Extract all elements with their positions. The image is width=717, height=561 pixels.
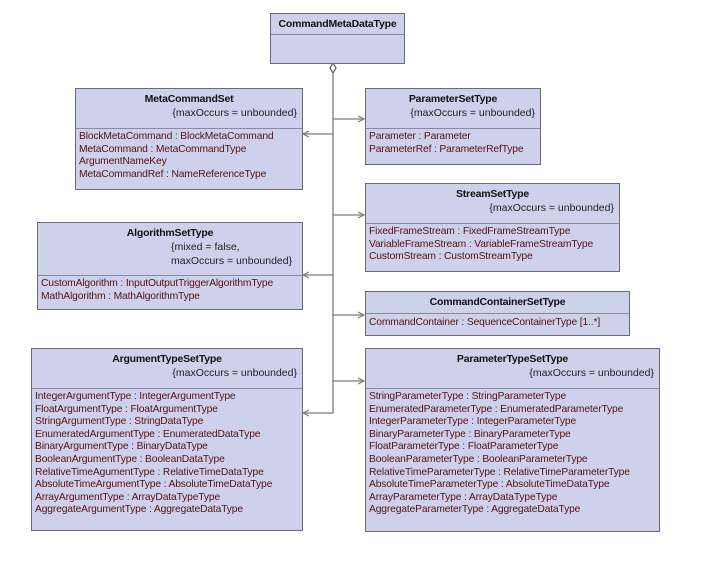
- class-attribute: IntegerArgumentType : IntegerArgumentTyp…: [35, 391, 236, 402]
- class-attribute: VariableFrameStream : VariableFrameStrea…: [369, 238, 594, 250]
- class-name: CommandContainerSetType: [429, 296, 566, 308]
- class-attribute: Parameter : Parameter: [369, 131, 471, 142]
- class-attribute: MathAlgorithm : MathAlgorithmType: [41, 290, 200, 302]
- class-attribute: AggregateParameterType : AggregateDataTy…: [369, 504, 581, 516]
- class-attribute: ArrayArgumentType : ArrayDataTypeType: [35, 491, 221, 503]
- class-attribute: StringArgumentType : StringDataType: [35, 416, 204, 428]
- class-argument-type-set-type[interactable]: ArgumentTypeSetType {maxOccurs = unbound…: [31, 348, 303, 531]
- class-properties: {maxOccurs = unbounded}: [529, 367, 654, 379]
- class-attribute: FloatArgumentType : FloatArgumentType: [35, 403, 218, 415]
- class-name: ArgumentTypeSetType: [112, 353, 222, 365]
- class-properties: {maxOccurs = unbounded}: [172, 107, 297, 119]
- class-attribute: BinaryParameterType : BinaryParameterTyp…: [369, 428, 571, 440]
- class-attribute: IntegerParameterType : IntegerParameterT…: [369, 416, 577, 428]
- class-attribute: ParameterRef : ParameterRefType: [369, 143, 524, 155]
- class-attribute: BinaryArgumentType : BinaryDataType: [35, 441, 208, 453]
- class-command-meta-data-type[interactable]: CommandMetaDataType: [270, 13, 405, 64]
- class-attribute: CommandContainer : SequenceContainerType…: [369, 317, 601, 328]
- class-attribute: AggregateArgumentType : AggregateDataTyp…: [35, 504, 243, 516]
- class-properties: {mixed = false,: [171, 241, 240, 253]
- class-properties: maxOccurs = unbounded}: [171, 255, 293, 267]
- class-name: StreamSetType: [455, 188, 530, 200]
- class-name: AlgorithmSetType: [126, 227, 214, 239]
- class-attribute: MetaCommandRef : NameReferenceType: [79, 168, 267, 180]
- class-name: MetaCommandSet: [144, 93, 234, 105]
- class-properties: {maxOccurs = unbounded}: [410, 107, 535, 119]
- class-attribute: EnumeratedArgumentType : EnumeratedDataT…: [35, 428, 261, 440]
- class-attribute: ArgumentNameKey: [79, 156, 167, 168]
- class-attribute: FloatParameterType : FloatParameterType: [369, 441, 559, 453]
- class-attribute: ArrayParameterType : ArrayDataTypeType: [369, 491, 558, 503]
- class-name: ParameterSetType: [408, 93, 498, 105]
- class-attribute: BooleanArgumentType : BooleanDataType: [35, 453, 225, 465]
- class-attribute: FixedFrameStream : FixedFrameStreamType: [369, 226, 571, 237]
- class-stream-set-type[interactable]: StreamSetType {maxOccurs = unbounded} Fi…: [365, 183, 620, 272]
- class-meta-command-set[interactable]: MetaCommandSet {maxOccurs = unbounded} B…: [75, 88, 303, 190]
- class-attribute: AbsoluteTimeArgumentType : AbsoluteTimeD…: [35, 479, 273, 491]
- class-attribute: RelativeTimeParameterType : RelativeTime…: [369, 466, 630, 478]
- class-name: CommandMetaDataType: [278, 18, 397, 30]
- class-attribute: BooleanParameterType : BooleanParameterT…: [369, 453, 588, 465]
- class-parameter-type-set-type[interactable]: ParameterTypeSetType {maxOccurs = unboun…: [365, 348, 660, 532]
- class-attribute: EnumeratedParameterType : EnumeratedPara…: [369, 403, 624, 415]
- class-attribute: CustomStream : CustomStreamType: [369, 251, 533, 263]
- class-attribute: CustomAlgorithm : InputOutputTriggerAlgo…: [41, 278, 274, 289]
- class-name: ParameterTypeSetType: [456, 353, 569, 365]
- class-algorithm-set-type[interactable]: AlgorithmSetType {mixed = false, maxOccu…: [37, 222, 303, 310]
- class-attribute: AbsoluteTimeParameterType : AbsoluteTime…: [369, 479, 610, 491]
- class-properties: {maxOccurs = unbounded}: [172, 367, 297, 379]
- class-attribute: MetaCommand : MetaCommandType: [79, 143, 247, 155]
- class-attribute: StringParameterType : StringParameterTyp…: [369, 391, 567, 402]
- class-attribute: BlockMetaCommand : BlockMetaCommand: [79, 131, 274, 142]
- class-parameter-set-type[interactable]: ParameterSetType {maxOccurs = unbounded}…: [365, 88, 541, 165]
- class-command-container-set-type[interactable]: CommandContainerSetType CommandContainer…: [365, 291, 630, 336]
- class-attribute: RelativeTimeAgumentType : RelativeTimeDa…: [35, 466, 264, 478]
- composition-diamond-icon: [329, 61, 337, 75]
- class-properties: {maxOccurs = unbounded}: [489, 202, 614, 214]
